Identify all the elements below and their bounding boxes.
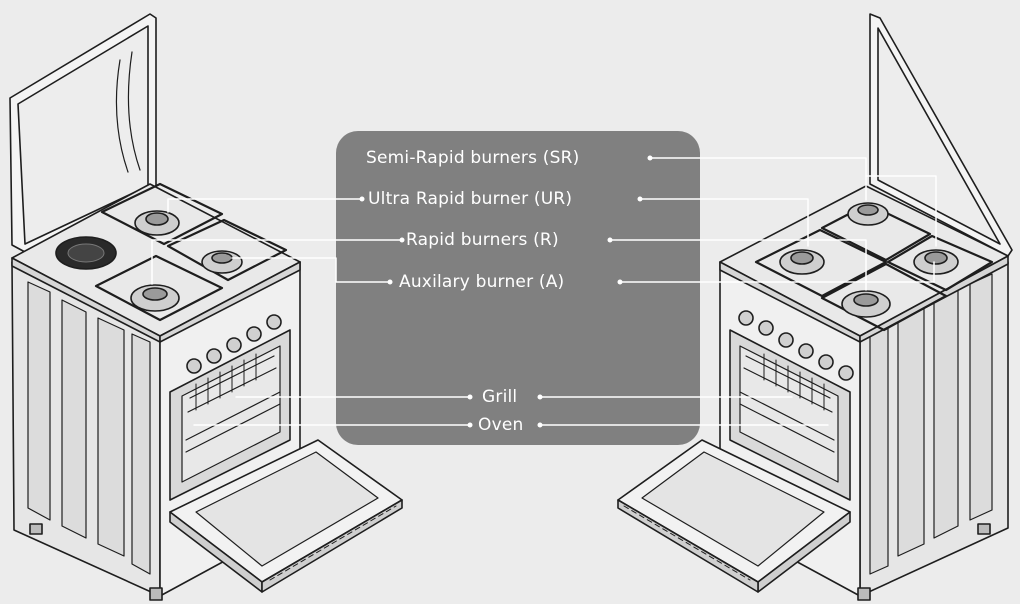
left-cooker-drawing [9,13,403,601]
auxiliary-label: Auxilary burner (A) [399,272,565,292]
right-cooker-drawing [617,13,1013,601]
grill-label: Grill [482,387,518,407]
semi-rapid-label: Semi-Rapid burners (SR) [366,148,580,168]
label-panel [336,131,700,445]
leader-lines [151,157,937,426]
oven-label: Oven [478,415,524,435]
rapid-label: Rapid burners (R) [406,230,559,250]
leader-dots [359,155,653,428]
ultra-rapid-label: Ultra Rapid burner (UR) [368,189,573,209]
